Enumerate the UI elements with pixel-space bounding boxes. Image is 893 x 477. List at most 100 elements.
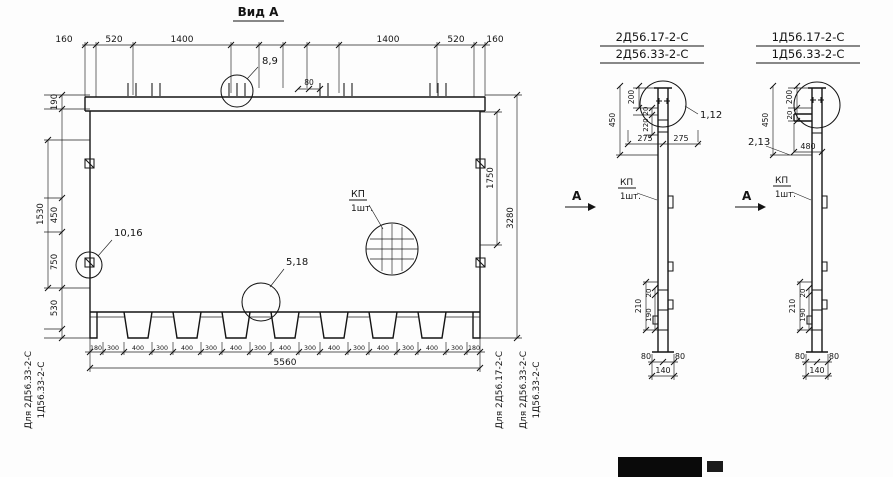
detail-circle-top	[220, 74, 254, 108]
dim-top-3: 1400	[171, 35, 194, 45]
detail-circle-left	[75, 251, 103, 279]
edge-plates	[84, 158, 486, 268]
callout-2-13: 2,13	[748, 137, 770, 148]
dim-bottom-total: 5560	[274, 358, 297, 368]
dim-bottom-3: 400	[132, 345, 144, 352]
section-a-title-1: 2Д56.17-2-С	[616, 30, 689, 44]
view-title: Вид А	[238, 5, 279, 19]
panel-outline	[84, 96, 486, 339]
scan-artifacts	[618, 457, 723, 477]
dim-bottom-9: 400	[279, 345, 291, 352]
black-bar	[618, 457, 702, 477]
leader-lines	[97, 20, 384, 288]
dim-bottom-8: 300	[254, 345, 266, 352]
section-b: 1Д56.17-2-С 1Д56.33-2-С 2,13 200 20 450 …	[735, 30, 860, 380]
dim-bottom-11: 400	[328, 345, 340, 352]
black-mark	[707, 461, 723, 472]
dim-a-450: 450	[608, 113, 617, 128]
dim-b-80-right: 80	[829, 352, 839, 361]
dimension-ticks	[44, 41, 521, 372]
dim-b-210: 210	[788, 299, 797, 314]
section-a-title-2: 2Д56.33-2-С	[616, 47, 689, 61]
dim-b-20: 20	[786, 111, 794, 120]
dim-a-275-right: 275	[673, 134, 688, 143]
dim-bottom-12: 300	[353, 345, 365, 352]
dim-a-220: 220	[642, 118, 650, 131]
variant-right-2: Для 2Д56.33-2-С	[519, 351, 529, 429]
dim-b-80-left: 80	[795, 352, 805, 361]
kp-qty-a: 1шт.	[620, 192, 641, 202]
section-b-cut-arrow	[735, 203, 766, 211]
dim-bottom-6: 300	[205, 345, 217, 352]
dim-b-20b: 20	[799, 289, 807, 298]
dim-b-200: 200	[785, 90, 794, 105]
top-anchor-loops	[127, 83, 447, 96]
dim-a-200: 200	[627, 90, 636, 105]
bottom-ribs	[90, 311, 480, 339]
dimension-lines	[47, 44, 518, 369]
dim-b-190: 190	[799, 308, 807, 321]
dim-bottom-7: 400	[230, 345, 242, 352]
callout-10-16: 10,16	[114, 228, 143, 239]
dim-bottom-16: 300	[451, 345, 463, 352]
section-a-cut-arrow	[565, 203, 596, 211]
extension-lines	[44, 42, 522, 372]
dim-bottom-5: 400	[181, 345, 193, 352]
detail-circle-section-a	[639, 80, 687, 128]
dim-left-1530: 1530	[36, 203, 46, 225]
detail-circle-section-b	[793, 81, 841, 129]
section-b-column	[793, 81, 841, 353]
kp-qty-b: 1шт.	[775, 190, 796, 200]
dim-top-5: 520	[447, 35, 464, 45]
callout-1-12: 1,12	[700, 110, 722, 121]
callout-5-18: 5,18	[286, 257, 308, 268]
dim-a-140: 140	[655, 366, 670, 375]
dim-top-4: 1400	[377, 35, 400, 45]
dim-b-140: 140	[809, 366, 824, 375]
section-a-column	[639, 80, 687, 353]
callout-8-9: 8,9	[262, 56, 278, 67]
dim-left-450: 450	[50, 207, 60, 223]
dim-left-190: 190	[50, 94, 60, 110]
dim-left-750: 750	[50, 254, 60, 270]
variant-right-1: Для 2Д56.17-2-С	[495, 351, 505, 429]
section-b-dimension-lines	[756, 45, 860, 380]
cut-arrowhead-b	[758, 203, 766, 211]
section-b-title-1: 1Д56.17-2-С	[772, 30, 845, 44]
dim-80: 80	[304, 78, 314, 87]
dim-top-1: 160	[55, 35, 72, 45]
dim-a-275-left: 275	[637, 134, 652, 143]
dim-a-80-left: 80	[641, 352, 651, 361]
dim-bottom-13: 400	[377, 345, 389, 352]
dim-bottom-1: 180	[90, 345, 102, 352]
dim-a-20: 20	[642, 107, 650, 116]
dim-a-20b: 20	[645, 289, 653, 298]
variant-left-2: 1Д56.33-2-С	[37, 361, 47, 418]
dim-bottom-14: 300	[402, 345, 414, 352]
dim-bottom-4: 300	[156, 345, 168, 352]
main-view: Вид А 160 520 1400 1400 520 160 80 190 4…	[24, 5, 542, 429]
dim-bottom-17: 180	[468, 345, 480, 352]
dim-left-530: 530	[50, 300, 60, 316]
section-a: 2Д56.17-2-С 2Д56.33-2-С 1,12 200 20 220 …	[565, 30, 722, 380]
dim-a-210: 210	[634, 299, 643, 314]
dim-a-80-right: 80	[675, 352, 685, 361]
section-b-title-2: 1Д56.33-2-С	[772, 47, 845, 61]
mesh-detail	[365, 222, 419, 276]
kp-qty: 1шт.	[351, 204, 373, 214]
dim-right-1750: 1750	[486, 167, 496, 189]
cut-arrowhead-a	[588, 203, 596, 211]
dim-top-2: 520	[105, 35, 122, 45]
detail-circles	[75, 74, 281, 322]
kp-label-b: КП	[775, 176, 788, 186]
dim-bottom-10: 300	[304, 345, 316, 352]
detail-circle-bottom	[241, 282, 281, 322]
dim-bottom-15: 400	[426, 345, 438, 352]
cut-label-b: А	[742, 189, 752, 203]
cut-label-a: А	[572, 189, 582, 203]
variant-left-1: Для 2Д56.33-2-С	[24, 351, 34, 429]
dim-b-480: 480	[800, 142, 815, 151]
dim-bottom-2: 300	[107, 345, 119, 352]
